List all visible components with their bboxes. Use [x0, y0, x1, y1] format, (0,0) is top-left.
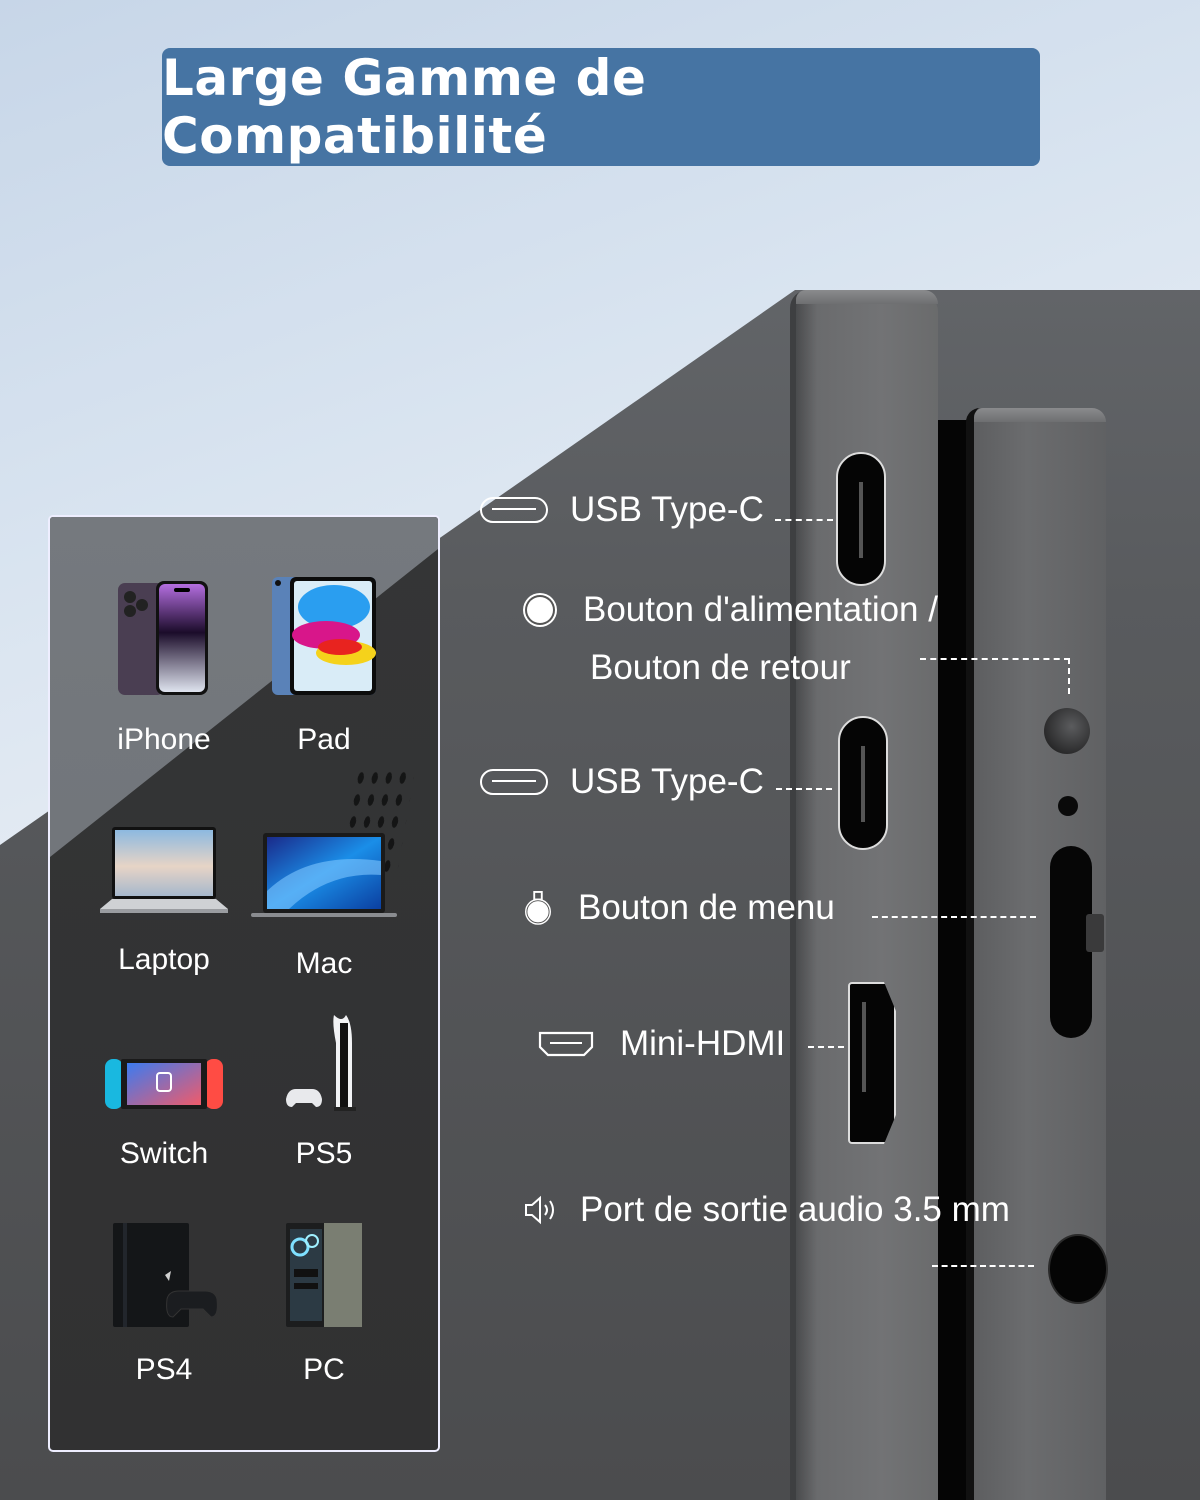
device-iphone: iPhone [66, 579, 262, 757]
menu-joystick [1050, 846, 1092, 1038]
macbook-icon [251, 833, 397, 917]
leader-line-power-vertical [1068, 658, 1070, 694]
tablet-icon [272, 577, 376, 695]
usb-c-icon [480, 497, 548, 523]
leader-line-menu [872, 916, 1036, 918]
port-label-menu: Bouton de menu [524, 888, 835, 928]
leader-line-power [920, 658, 1070, 660]
port-label-hdmi: Mini-HDMI [538, 1024, 785, 1064]
device-ps4: PS4 [66, 1219, 262, 1387]
power-button [1044, 708, 1090, 754]
leader-line-hdmi [808, 1046, 844, 1048]
port-label-power-line2: Bouton de retour [590, 648, 851, 687]
mini-hdmi-icon [538, 1031, 594, 1057]
device-laptop: Laptop [66, 825, 262, 977]
usb-c-port-2 [838, 716, 888, 850]
leader-line-usbc-1 [775, 519, 833, 521]
device-switch: Switch [66, 1057, 262, 1171]
port-label-audio: Port de sortie audio 3.5 mm [524, 1190, 1010, 1230]
led-indicator [1058, 796, 1078, 816]
usb-c-icon [480, 769, 548, 795]
speaker-icon [525, 1195, 554, 1225]
port-label-usbc-2: USB Type-C [480, 762, 764, 802]
port-label-power: Bouton d'alimentation / [527, 590, 938, 630]
usb-c-port-1 [836, 452, 886, 586]
device-pc: PC [226, 1219, 422, 1387]
title-banner: Large Gamme de Compatibilité [162, 48, 1040, 166]
pc-tower-icon [286, 1223, 362, 1327]
ps5-icon [286, 1015, 356, 1111]
power-button-icon [527, 597, 553, 623]
ps4-icon [113, 1223, 218, 1327]
device-pad: Pad [226, 575, 422, 757]
menu-button-icon [525, 891, 551, 925]
laptop-icon [100, 827, 228, 913]
audio-jack-port [1048, 1234, 1108, 1304]
port-label-usbc-1: USB Type-C [480, 490, 764, 530]
iphone-icon [118, 581, 208, 695]
nintendo-switch-icon [105, 1059, 223, 1109]
device-ps5: PS5 [226, 1013, 422, 1171]
menu-joystick-knob [1086, 914, 1104, 952]
page-title: Large Gamme de Compatibilité [162, 49, 647, 165]
leader-line-usbc-2 [776, 788, 832, 790]
compatibility-card: iPhone Pad [48, 515, 440, 1452]
leader-line-audio [932, 1265, 1034, 1267]
device-mac: Mac [226, 831, 422, 981]
mini-hdmi-port [848, 982, 896, 1144]
